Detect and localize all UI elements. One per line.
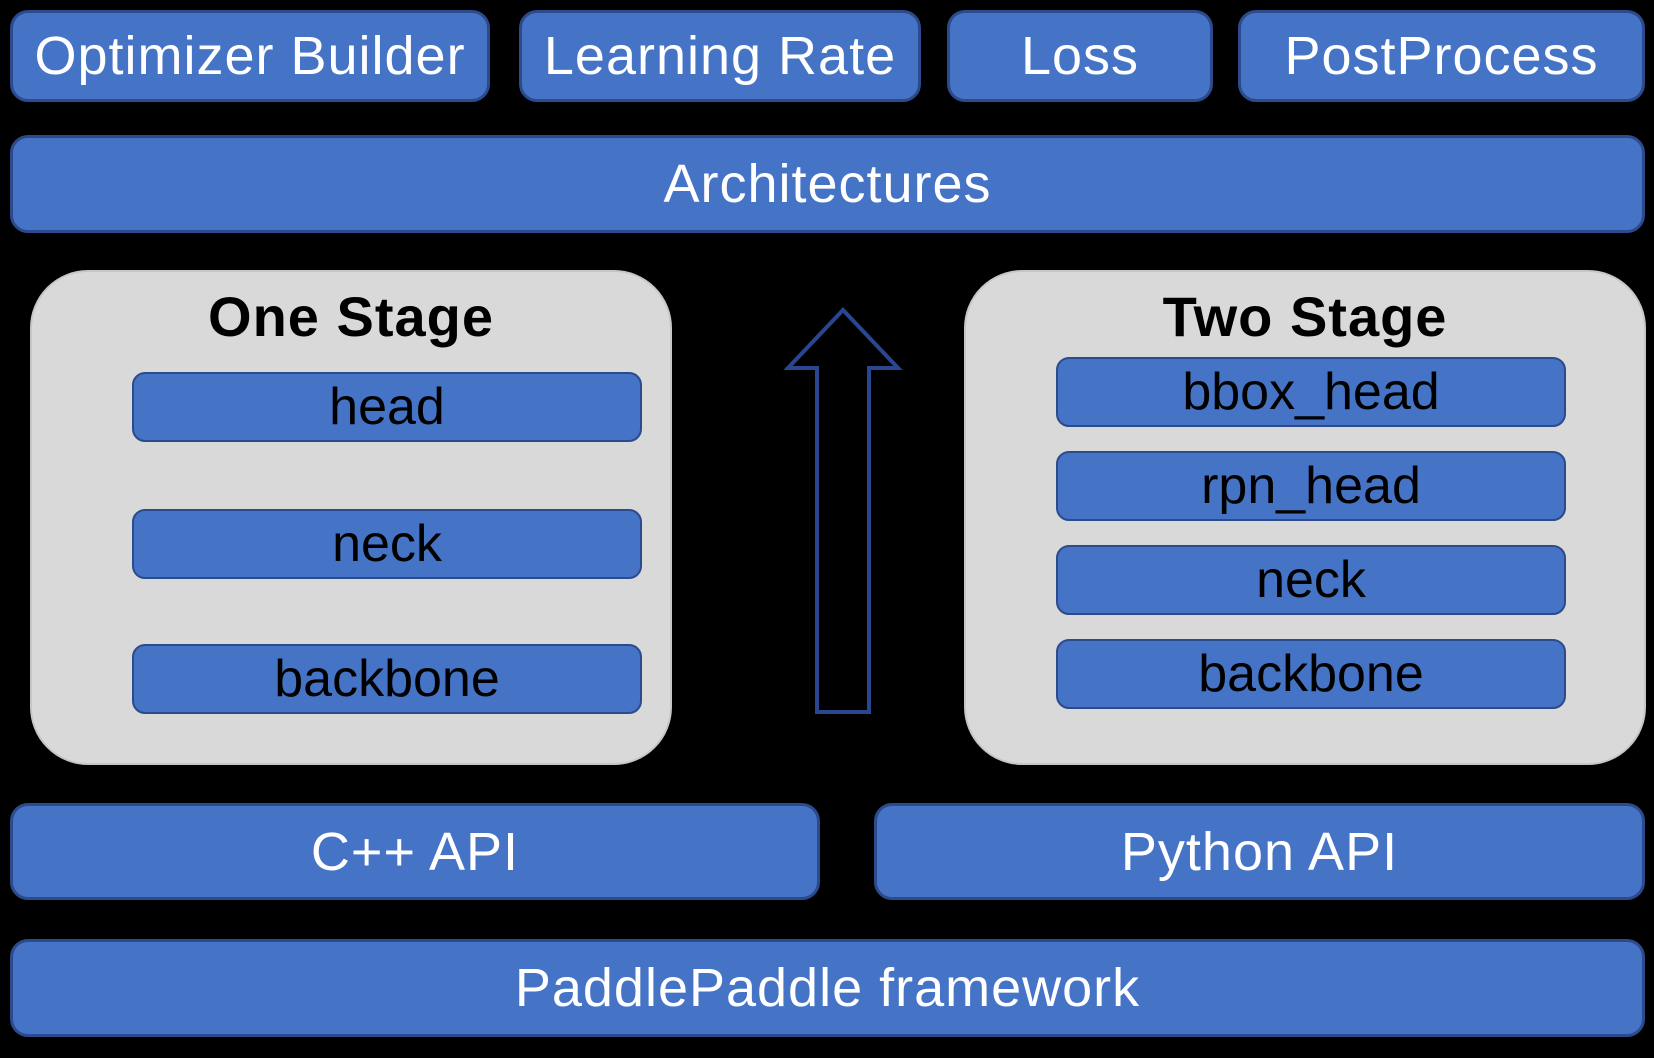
paddlepaddle-framework-box: PaddlePaddle framework bbox=[10, 939, 1645, 1037]
head-box: head bbox=[132, 372, 642, 442]
python-api-label: Python API bbox=[1120, 821, 1399, 882]
optimizer-builder-box: Optimizer Builder bbox=[10, 10, 490, 102]
backbone-box: backbone bbox=[132, 644, 642, 714]
neck-box: neck bbox=[132, 509, 642, 579]
one-stage-panel: One Stage head neck backbone bbox=[30, 270, 672, 765]
python-api-box: Python API bbox=[874, 803, 1645, 900]
learning-rate-label: Learning Rate bbox=[543, 26, 897, 86]
two-stage-panel: Two Stage bbox_head rpn_head neck backbo… bbox=[964, 270, 1646, 765]
rpn-head-label: rpn_head bbox=[1201, 457, 1421, 515]
architectures-box: Architectures bbox=[10, 135, 1645, 233]
bbox-head-box: bbox_head bbox=[1056, 357, 1566, 427]
head-label: head bbox=[329, 378, 445, 436]
optimizer-builder-label: Optimizer Builder bbox=[34, 26, 466, 86]
two-stage-neck-label: neck bbox=[1256, 551, 1366, 609]
bbox-head-label: bbox_head bbox=[1182, 363, 1440, 421]
neck-box: neck bbox=[1056, 545, 1566, 615]
rpn-head-box: rpn_head bbox=[1056, 451, 1566, 521]
backbone-box: backbone bbox=[1056, 639, 1566, 709]
postprocess-box: PostProcess bbox=[1238, 10, 1645, 102]
neck-label: neck bbox=[332, 515, 442, 573]
two-stage-backbone-label: backbone bbox=[1198, 645, 1424, 703]
cpp-api-label: C++ API bbox=[310, 821, 520, 882]
postprocess-label: PostProcess bbox=[1284, 26, 1599, 86]
learning-rate-box: Learning Rate bbox=[519, 10, 921, 102]
two-stage-title: Two Stage bbox=[1162, 285, 1448, 348]
cpp-api-box: C++ API bbox=[10, 803, 820, 900]
one-stage-title: One Stage bbox=[208, 285, 494, 348]
up-arrow bbox=[783, 307, 903, 714]
loss-label: Loss bbox=[1020, 26, 1140, 86]
paddlepaddle-framework-label: PaddlePaddle framework bbox=[514, 958, 1141, 1018]
loss-box: Loss bbox=[947, 10, 1213, 102]
backbone-label: backbone bbox=[274, 650, 500, 708]
architectures-label: Architectures bbox=[663, 154, 992, 214]
